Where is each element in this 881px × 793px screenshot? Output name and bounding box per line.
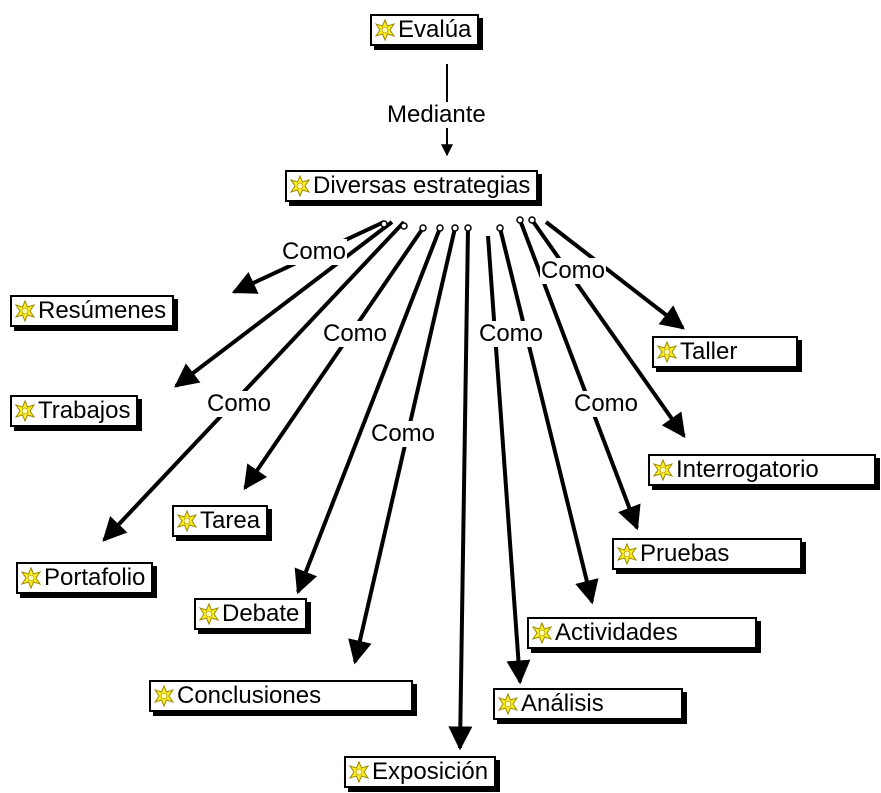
node-debate[interactable]: Debate bbox=[194, 598, 308, 630]
edge-taller bbox=[544, 220, 685, 330]
node-portafolio[interactable]: Portafolio bbox=[16, 562, 154, 594]
edge-analisis bbox=[486, 235, 531, 685]
edge-tarea bbox=[243, 226, 425, 490]
concept-star-icon bbox=[375, 19, 395, 41]
concept-star-icon bbox=[199, 603, 219, 625]
concept-star-icon bbox=[532, 622, 552, 644]
node-label: Tarea bbox=[200, 507, 261, 534]
concept-star-icon bbox=[154, 685, 174, 707]
node-label: Pruebas bbox=[640, 540, 730, 567]
concept-star-icon bbox=[653, 459, 673, 481]
node-label: Resúmenes bbox=[38, 297, 167, 324]
node-interrogatorio[interactable]: Interrogatorio bbox=[648, 454, 876, 486]
link-label-como: Como bbox=[573, 390, 640, 417]
node-exposicion[interactable]: Exposición bbox=[344, 756, 497, 788]
concept-star-icon bbox=[657, 341, 677, 363]
node-pruebas[interactable]: Pruebas bbox=[612, 538, 802, 570]
edge-exposicion bbox=[448, 227, 473, 751]
node-label: Trabajos bbox=[38, 397, 131, 424]
node-analisis[interactable]: Análisis bbox=[493, 688, 683, 720]
link-label-mediante: Mediante bbox=[386, 101, 487, 128]
concept-star-icon bbox=[15, 300, 35, 322]
node-evalua[interactable]: Evalúa bbox=[370, 14, 480, 46]
link-label-como: Como bbox=[281, 238, 348, 265]
edge-debate bbox=[294, 227, 442, 595]
edge-pruebas bbox=[518, 219, 641, 531]
edge-portafolio bbox=[102, 220, 406, 542]
link-label-como: Como bbox=[370, 420, 437, 447]
node-label: Taller bbox=[680, 338, 738, 365]
node-label: Diversas estrategias bbox=[313, 172, 531, 199]
concept-star-icon bbox=[498, 693, 518, 715]
node-label: Conclusiones bbox=[177, 682, 322, 709]
node-tarea[interactable]: Tarea bbox=[172, 505, 269, 537]
link-label-como: Como bbox=[540, 257, 607, 284]
node-resumenes[interactable]: Resúmenes bbox=[10, 295, 175, 327]
node-label: Portafolio bbox=[44, 564, 146, 591]
node-label: Evalúa bbox=[398, 16, 472, 43]
edge-interrogatorio bbox=[530, 218, 686, 438]
link-label-como: Como bbox=[206, 390, 273, 417]
concept-star-icon bbox=[349, 761, 369, 783]
edge-trabajos bbox=[174, 220, 394, 388]
concept-star-icon bbox=[617, 543, 637, 565]
concept-star-icon bbox=[177, 510, 197, 532]
concept-star-icon bbox=[290, 175, 310, 197]
link-label-como: Como bbox=[322, 320, 389, 347]
node-label: Interrogatorio bbox=[676, 456, 819, 483]
link-label-como: Como bbox=[478, 320, 545, 347]
concept-star-icon bbox=[15, 400, 35, 422]
node-taller[interactable]: Taller bbox=[652, 336, 798, 368]
node-label: Análisis bbox=[521, 690, 604, 717]
node-actividades[interactable]: Actividades bbox=[527, 617, 757, 649]
node-label: Exposición bbox=[372, 758, 489, 785]
node-conclusiones[interactable]: Conclusiones bbox=[149, 680, 413, 712]
node-diversas-estrategias[interactable]: Diversas estrategias bbox=[285, 170, 539, 202]
node-trabajos[interactable]: Trabajos bbox=[10, 395, 139, 427]
node-label: Actividades bbox=[555, 619, 678, 646]
node-label: Debate bbox=[222, 600, 300, 627]
concept-star-icon bbox=[21, 567, 41, 589]
edge-actividades bbox=[498, 227, 599, 605]
